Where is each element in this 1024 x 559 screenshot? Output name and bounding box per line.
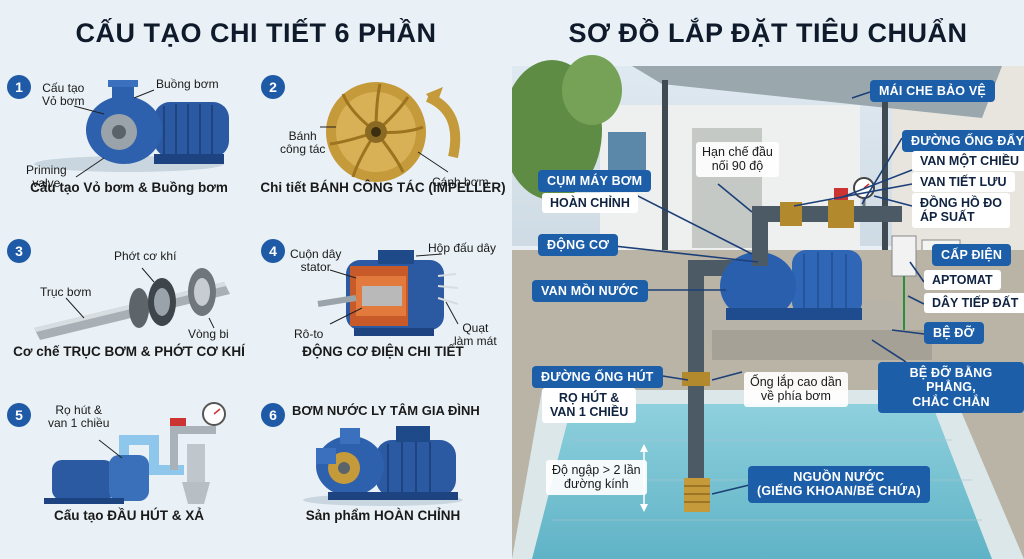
cell-complete-product: 6 BƠM NƯỚC LY TÂM GIA ĐÌNH Sản phẩm HOÀN… <box>258 400 508 525</box>
tag-flat-base: BỆ ĐỠ BẰNG PHẲNG, CHẮC CHẮN <box>878 362 1024 414</box>
shaft-seal-illustration <box>34 267 230 340</box>
cell-suction-discharge: 5 Rọ hút &van 1 chiều Cấu tạo ĐẦU HÚT & … <box>4 400 254 525</box>
step-number: 4 <box>261 239 285 263</box>
step-number: 6 <box>261 403 285 427</box>
tag-ground-wire: DÂY TIẾP ĐẤT <box>924 293 1024 314</box>
tag-water-source: NGUỒN NƯỚC (GIẾNG KHOAN/BỂ CHỨA) <box>748 466 930 503</box>
tag-pressure-gauge: ĐỒNG HỒ ĐO ÁP SUẤT <box>912 193 1010 228</box>
tag-motor: ĐỘNG CƠ <box>538 234 619 256</box>
tag-base: BỆ ĐỠ <box>924 322 984 344</box>
caption: Cấu tạo Vỏ bơm & Buồng bơm <box>30 180 228 195</box>
note-submersion-depth: Độ ngập > 2 lần đường kính <box>546 460 647 495</box>
label-household-pump: BƠM NƯỚC LY TÂM GIA ĐÌNH <box>292 403 480 418</box>
complete-pump-illustration <box>303 426 463 506</box>
tag-priming-valve: VAN MỒI NƯỚC <box>532 280 648 302</box>
caption: ĐỘNG CƠ ĐIỆN CHI TIẾT <box>302 344 464 359</box>
installation-title: SƠ ĐỒ LẮP ĐẶT TIÊU CHUẨN <box>568 18 968 48</box>
tag-roof: MÁI CHE BẢO VỆ <box>870 80 995 102</box>
label-seal: Phớt cơ khí <box>114 249 177 263</box>
cell-shaft-seal: 3 Phớt cơ khí Trục bơm Vòng bi Cơ chế TR… <box>4 236 254 361</box>
installation-panel: SƠ ĐỒ LẮP ĐẶT TIÊU CHUẨN MÁI CHE BẢO VỆ … <box>512 0 1024 559</box>
tag-discharge-pipe: ĐƯỜNG ỐNG ĐẨY <box>902 130 1024 152</box>
component-title: CẤU TẠO CHI TIẾT 6 PHẦN <box>75 18 437 48</box>
step-number: 3 <box>7 239 31 263</box>
motor-illustration <box>317 250 459 336</box>
tag-pump-unit: CỤM MÁY BƠM <box>538 170 652 192</box>
note-elbow: Hạn chế đầu nối 90 độ <box>696 142 779 177</box>
pump-housing-illustration <box>34 80 229 178</box>
tag-pump-complete: HOÀN CHỈNH <box>542 193 638 214</box>
suction-discharge-illustration <box>44 402 226 504</box>
tag-breaker: APTOMAT <box>924 270 1001 291</box>
label-chamber: Buồng bơm <box>156 77 219 91</box>
label-terminal-box: Hộp đấu dây <box>428 241 497 255</box>
label-vane: Cánh bơm <box>432 175 489 189</box>
tag-strainer: RỌ HÚT & VAN 1 CHIỀU <box>542 388 637 423</box>
label-rotor: Rô-to <box>294 327 324 341</box>
impeller-illustration <box>320 82 461 182</box>
label-strainer: Rọ hút &van 1 chiều <box>48 403 110 431</box>
caption: Chi tiết BÁNH CÔNG TÁC (IMPELLER) <box>260 180 506 195</box>
caption: Sản phẩm HOÀN CHỈNH <box>305 508 461 523</box>
label-bearing: Vòng bi <box>188 327 229 341</box>
tag-power: CẤP ĐIỆN <box>932 244 1012 266</box>
step-number: 1 <box>7 75 31 99</box>
note-pipe-slope: Ống lắp cao dần về phía bơm <box>744 372 848 407</box>
tag-check-valve: VAN MỘT CHIỀU <box>912 151 1024 172</box>
step-number: 5 <box>7 403 31 427</box>
caption: Cấu tạo ĐẦU HÚT & XẢ <box>53 508 204 523</box>
step-number: 2 <box>261 75 285 99</box>
tag-throttle-valve: VAN TIẾT LƯU <box>912 172 1015 193</box>
caption: Cơ chế TRỤC BƠM & PHỚT CƠ KHÍ <box>13 344 245 359</box>
label-shaft: Trục bơm <box>40 285 92 299</box>
tag-suction-pipe: ĐƯỜNG ỐNG HÚT <box>532 366 663 388</box>
